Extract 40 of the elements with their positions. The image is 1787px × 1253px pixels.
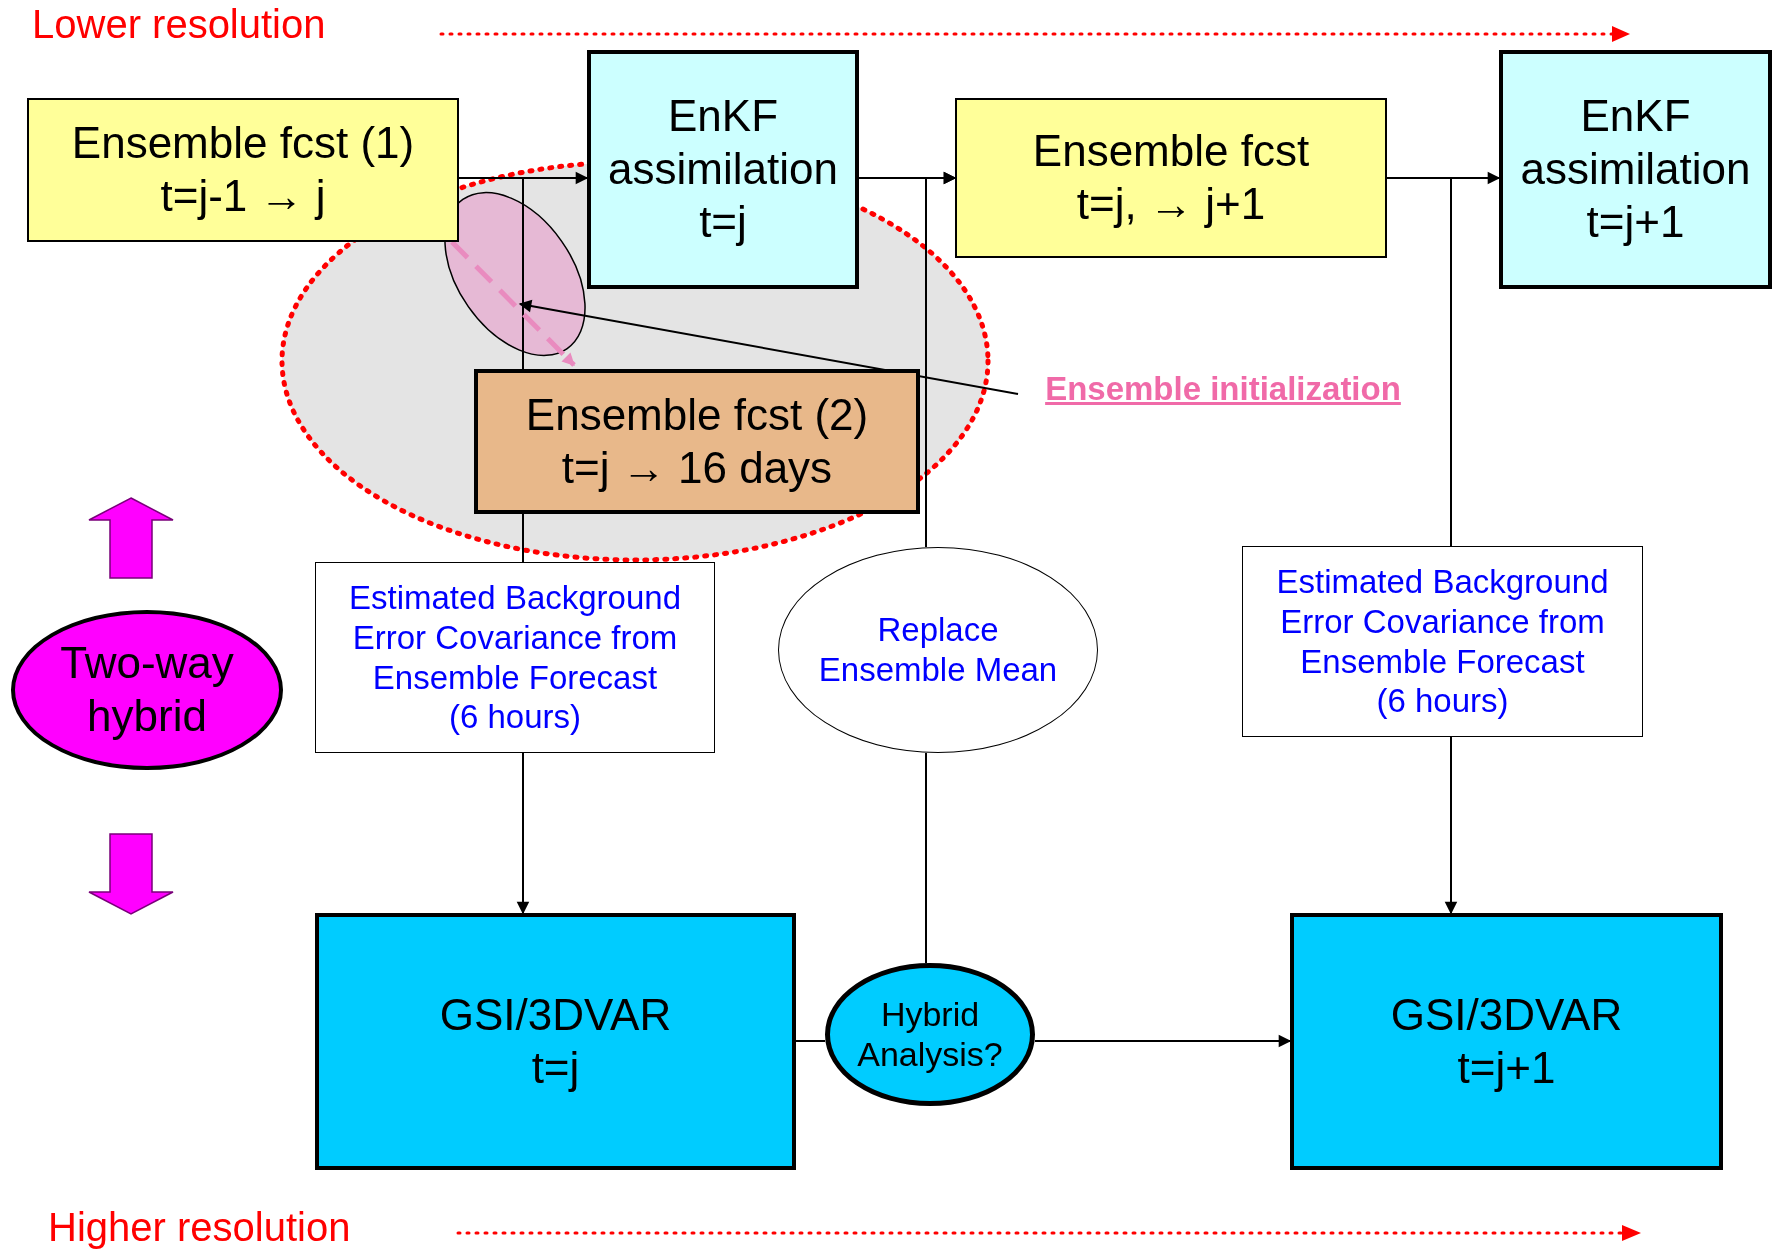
- arrow: [925, 171, 957, 548]
- node-subtitle: t=j+1: [1457, 1041, 1556, 1094]
- note-box: [1242, 546, 1643, 737]
- arrow: [1034, 1034, 1292, 1048]
- resolution-label: Higher resolution: [48, 1205, 351, 1250]
- node-title: GSI/3DVAR: [1390, 988, 1623, 1041]
- assimilation-box: [1499, 50, 1772, 289]
- connector-line: [522, 513, 524, 563]
- node-title: Ensemble fcst (2): [525, 388, 869, 441]
- forecast-box: [955, 98, 1387, 258]
- node-subtitle: t=j → 16 days: [561, 441, 833, 494]
- node-title: Estimated Background Error Covariance from Ensemble Forecast: [1275, 562, 1610, 682]
- node-title: Ensemble fcst (1): [71, 117, 415, 170]
- node-title: Ensemble fcst: [1032, 125, 1310, 178]
- node-subtitle: t=j: [699, 195, 747, 248]
- node-title: Two-way hybrid: [59, 637, 235, 742]
- connector-line: [925, 752, 927, 964]
- forecast-box: [27, 98, 459, 242]
- node-subtitle: t=j, → j+1: [1076, 178, 1266, 230]
- leader-line: [518, 299, 1019, 395]
- node-title: Hybrid Analysis?: [856, 995, 1004, 1074]
- arrow: [516, 752, 530, 915]
- node-title: GSI/3DVAR: [439, 988, 672, 1041]
- node-title: Replace Ensemble Mean: [817, 610, 1059, 690]
- callout-text: Ensemble initialization: [1045, 369, 1401, 409]
- node-subtitle: (6 hours): [1376, 681, 1509, 721]
- note-box: [315, 562, 715, 753]
- arrow: [450, 240, 576, 367]
- node-subtitle: t=j+1: [1586, 195, 1685, 248]
- forecast-box: [474, 369, 920, 514]
- node-subtitle: t=j-1 → j: [160, 170, 326, 222]
- arrow: [1444, 736, 1458, 915]
- analysis-box: [1290, 913, 1723, 1170]
- node-title: Estimated Background Error Covariance from Ensemble Forecast: [348, 578, 682, 698]
- connector-line: [795, 1040, 826, 1042]
- analysis-box: [315, 913, 796, 1170]
- assimilation-box: [587, 50, 859, 289]
- node-subtitle: (6 hours): [448, 697, 582, 737]
- resolution-label: Lower resolution: [32, 2, 326, 47]
- node-subtitle: t=j: [531, 1041, 580, 1094]
